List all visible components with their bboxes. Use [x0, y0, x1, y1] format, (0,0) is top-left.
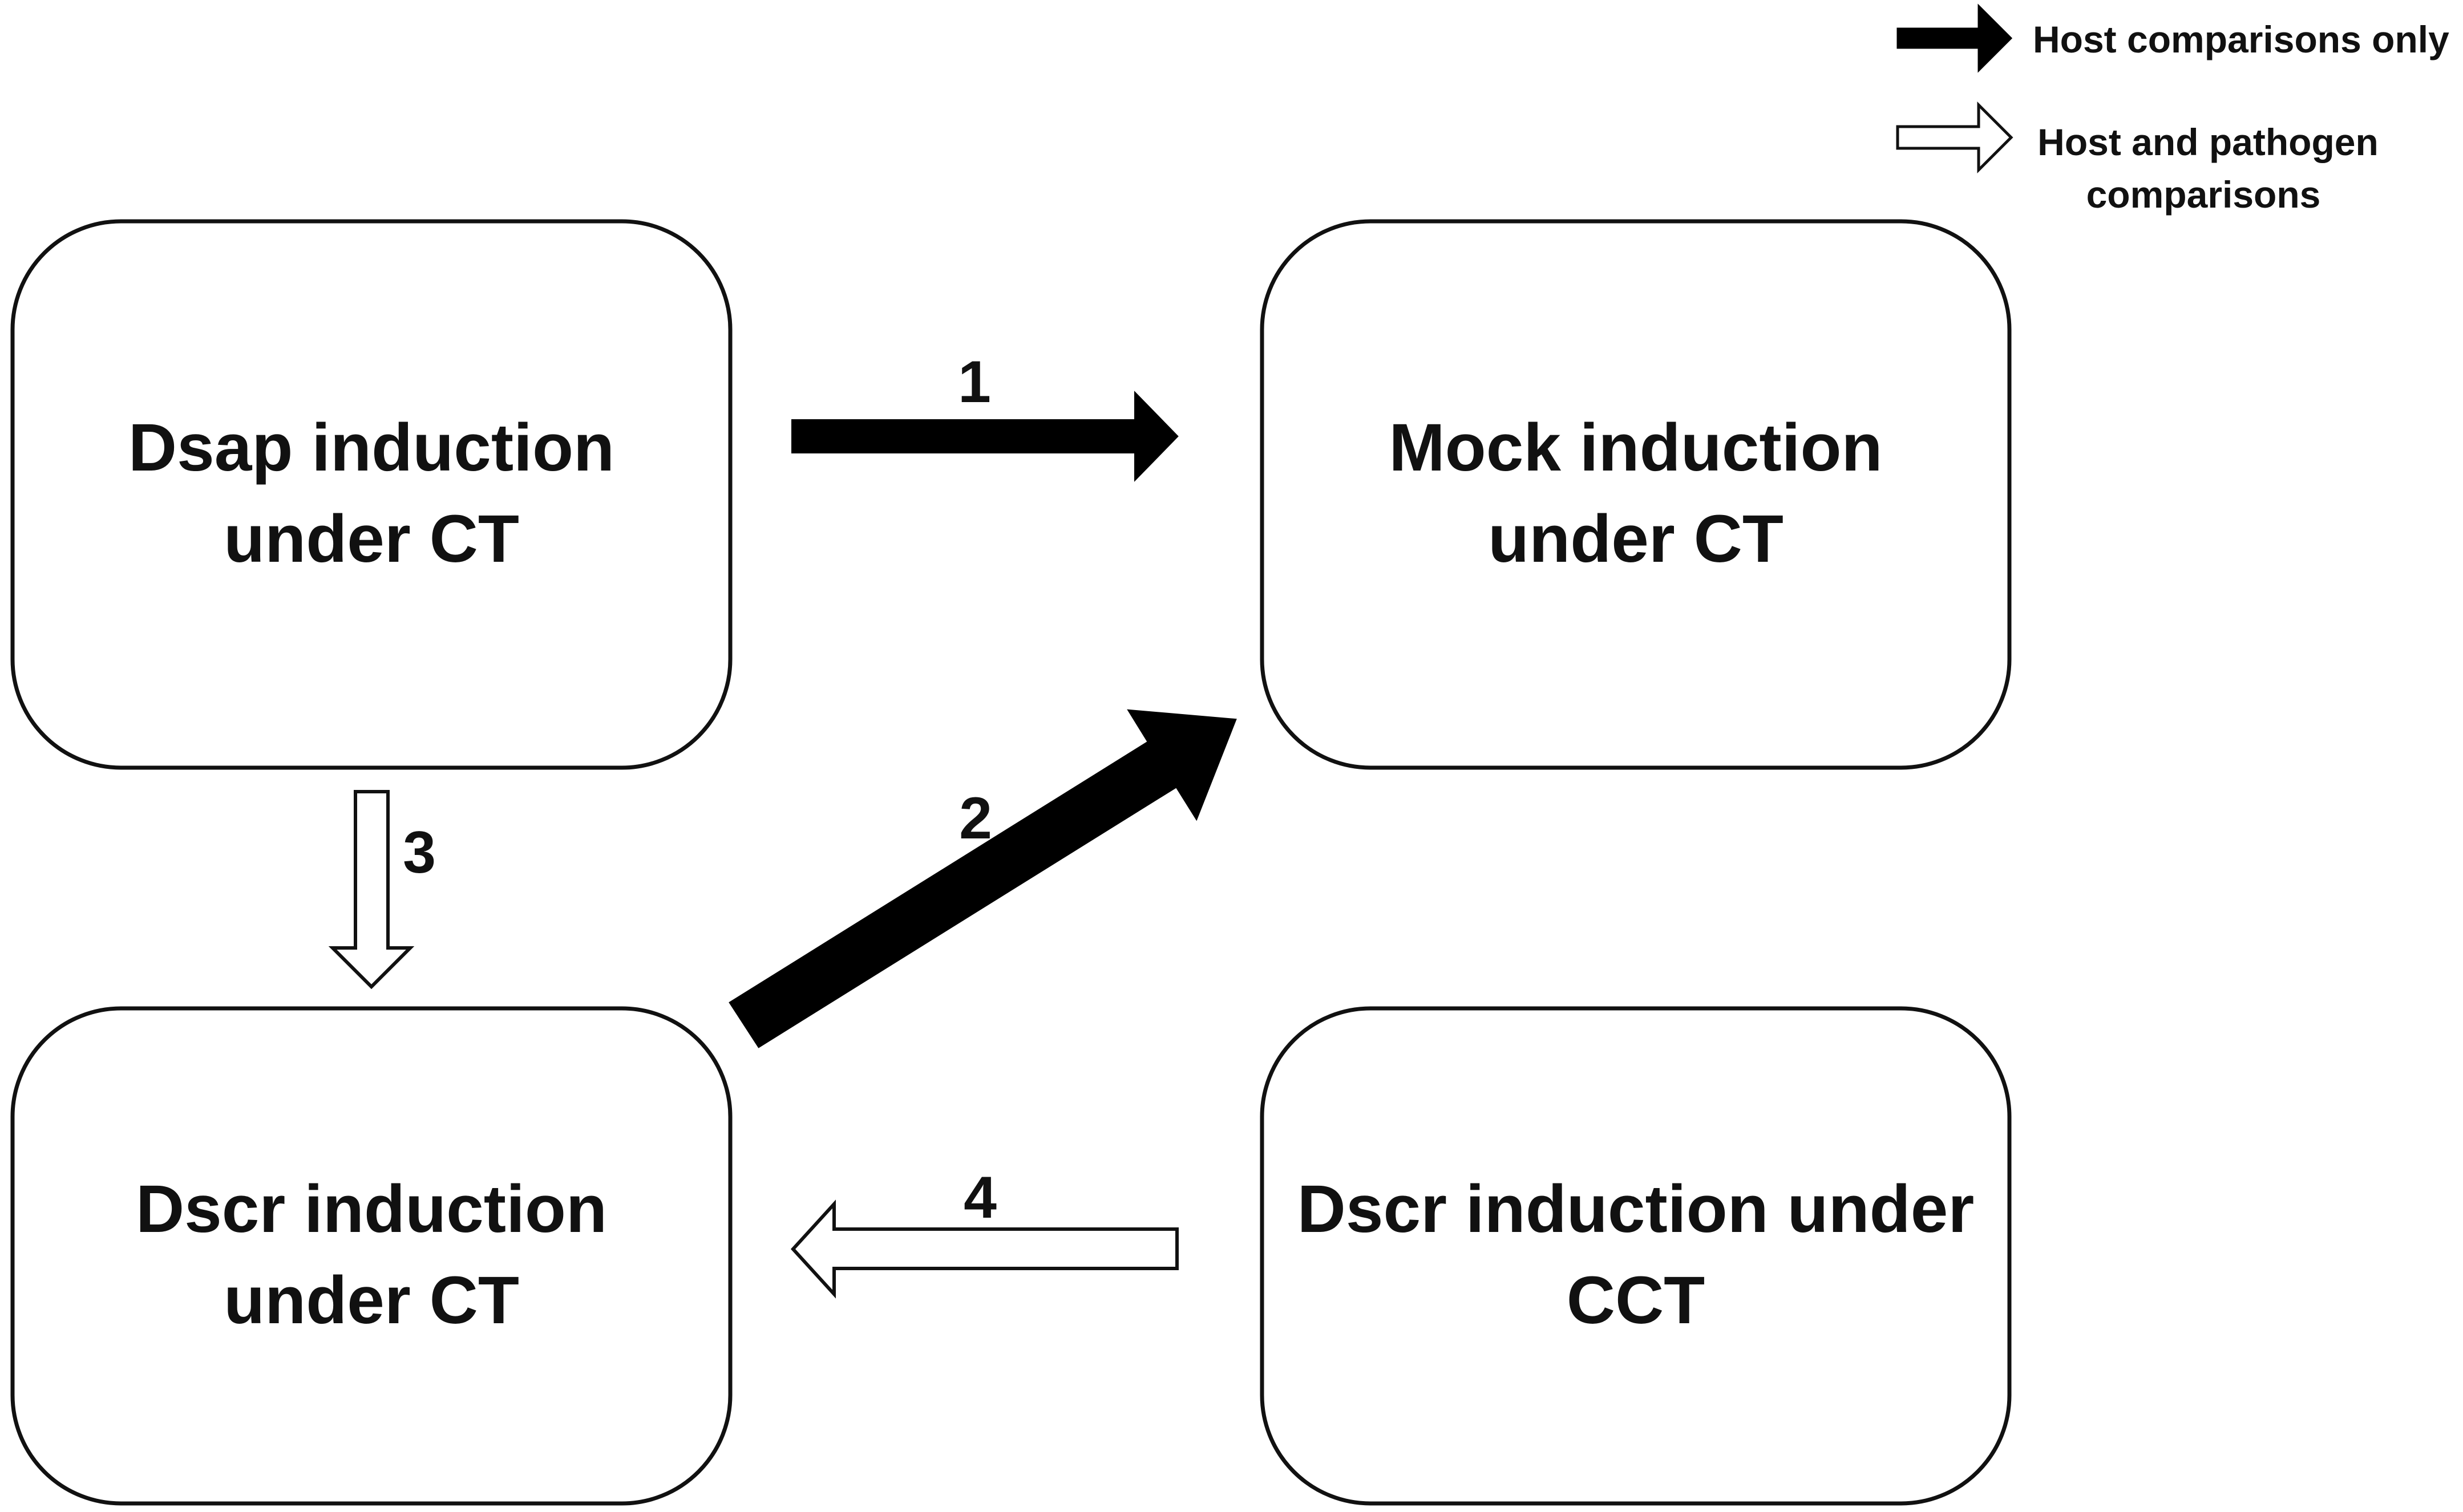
legend: Host comparisons only Host and pathogen … — [1896, 3, 2449, 216]
box-mock-ct-line1: Mock induction — [1389, 410, 1882, 485]
box-dscr-cct-line2: CCT — [1567, 1263, 1705, 1338]
arrow-2: 2 — [729, 709, 1237, 1048]
box-mock-ct: Mock induction under CT — [1260, 219, 2012, 770]
legend-label-host-and-pathogen-line2: comparisons — [2086, 173, 2321, 216]
filled-arrow-icon — [791, 391, 1179, 482]
filled-arrow-icon — [729, 709, 1237, 1048]
hollow-arrow-icon — [1896, 101, 2013, 174]
box-dscr-cct: Dscr induction under CCT — [1260, 1006, 2012, 1506]
comparison-number-1: 1 — [958, 349, 991, 415]
arrow-3: 3 — [328, 790, 436, 990]
arrow-4: 4 — [790, 1165, 1179, 1299]
box-dscr-ct-line1: Dscr induction — [136, 1172, 607, 1247]
box-mock-ct-line2: under CT — [1488, 501, 1783, 577]
filled-arrow-icon — [1896, 3, 2013, 73]
hollow-arrow-icon — [790, 1199, 1179, 1299]
arrow-1: 1 — [791, 349, 1179, 482]
box-dsap-ct-line1: Dsap induction — [128, 410, 614, 485]
box-dscr-ct: Dscr induction under CT — [10, 1006, 733, 1506]
comparison-number-2: 2 — [959, 785, 992, 852]
box-dscr-cct-line1: Dscr induction under — [1297, 1172, 1975, 1247]
comparison-number-4: 4 — [964, 1165, 997, 1231]
box-dsap-ct-line2: under CT — [224, 501, 519, 577]
legend-label-host-and-pathogen-line1: Host and pathogen — [2037, 121, 2379, 163]
legend-item-host-and-pathogen: Host and pathogen comparisons — [1896, 101, 2379, 216]
comparison-number-3: 3 — [403, 820, 436, 886]
box-dscr-ct-line2: under CT — [224, 1263, 519, 1338]
legend-item-host-only: Host comparisons only — [1896, 3, 2449, 73]
hollow-arrow-icon — [328, 790, 415, 990]
legend-label-host-only: Host comparisons only — [2033, 18, 2449, 60]
box-dsap-ct: Dsap induction under CT — [10, 219, 733, 770]
